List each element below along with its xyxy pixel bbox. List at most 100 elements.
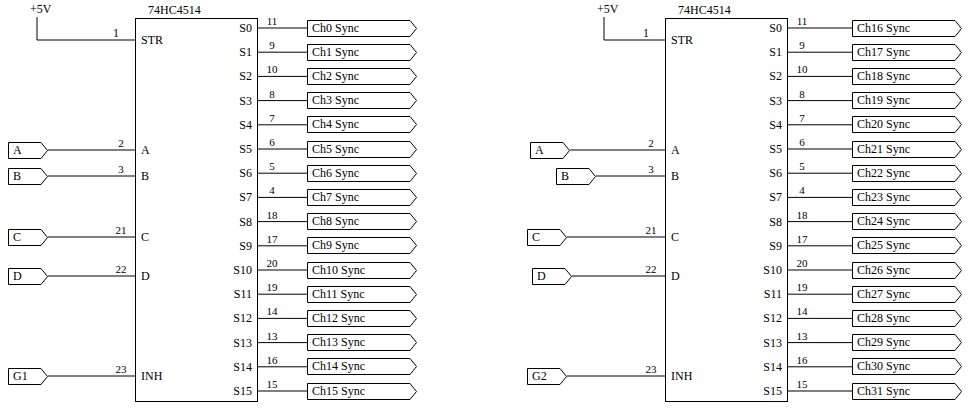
wire	[258, 391, 307, 392]
output-port-tag: Ch28 Sync	[852, 310, 962, 327]
signal-name: Ch23 Sync	[852, 189, 920, 204]
pin-name: STR	[671, 33, 693, 47]
pin-number: 15	[266, 378, 279, 390]
pin-name: INH	[141, 369, 162, 383]
pin-number: 16	[266, 354, 279, 366]
input-port-tag: C	[527, 229, 567, 246]
pin-name: S13	[763, 336, 782, 350]
signal-name: Ch10 Sync	[307, 262, 375, 277]
wire	[788, 221, 852, 222]
output-port-tag: Ch5 Sync	[307, 141, 417, 158]
pin-number: 4	[268, 184, 276, 196]
output-port-tag: Ch4 Sync	[307, 116, 417, 133]
pin-name: S9	[239, 239, 252, 253]
wire	[596, 176, 665, 177]
signal-name: Ch19 Sync	[852, 92, 920, 107]
output-port-tag: Ch17 Sync	[852, 44, 962, 61]
output-port-tag: Ch30 Sync	[852, 358, 962, 375]
wire	[788, 391, 852, 392]
power-wire	[37, 17, 135, 40]
signal-name: Ch25 Sync	[852, 237, 920, 252]
input-port-tag: G2	[527, 368, 567, 385]
output-port-tag: Ch22 Sync	[852, 165, 962, 182]
pin-name: STR	[141, 33, 163, 47]
output-port-tag: Ch11 Sync	[307, 286, 417, 303]
wire	[258, 149, 307, 150]
supply-label: +5V	[597, 2, 618, 16]
signal-name: Ch30 Sync	[852, 358, 920, 373]
pin-number: 3	[117, 163, 125, 175]
wire	[258, 124, 307, 125]
output-port-tag: Ch20 Sync	[852, 116, 962, 133]
pin-number: 21	[645, 224, 658, 236]
signal-name: A	[530, 142, 554, 157]
signal-name: C	[527, 229, 550, 244]
output-port-tag: Ch24 Sync	[852, 213, 962, 230]
pin-number: 1	[643, 26, 649, 40]
signal-name: Ch2 Sync	[307, 68, 369, 83]
pin-name: S4	[239, 118, 252, 132]
output-port-tag: Ch26 Sync	[852, 262, 962, 279]
pin-name: S6	[239, 166, 252, 180]
output-port-tag: Ch15 Sync	[307, 383, 417, 400]
pin-number: 2	[647, 137, 655, 149]
wire	[567, 376, 665, 377]
signal-name: A	[8, 142, 32, 157]
wire	[48, 150, 135, 151]
pin-name: D	[671, 269, 680, 283]
wire	[258, 270, 307, 271]
pin-number: 1	[113, 26, 119, 40]
pin-name: S11	[764, 287, 782, 301]
pin-name: S3	[239, 94, 252, 108]
pin-number: 6	[268, 136, 276, 148]
signal-name: Ch20 Sync	[852, 116, 920, 131]
output-port-tag: Ch21 Sync	[852, 141, 962, 158]
pin-name: S11	[234, 287, 252, 301]
pin-number: 17	[266, 233, 279, 245]
wire	[570, 150, 665, 151]
output-port-tag: Ch0 Sync	[307, 20, 417, 37]
pin-name: S15	[233, 384, 252, 398]
wire	[258, 197, 307, 198]
signal-name: G2	[527, 368, 557, 383]
pin-number: 15	[796, 378, 809, 390]
pin-name: S5	[769, 142, 782, 156]
pin-number: 20	[266, 257, 279, 269]
signal-name: Ch21 Sync	[852, 141, 920, 156]
pin-name: S4	[769, 118, 782, 132]
pin-number: 11	[796, 15, 809, 27]
pin-name: C	[141, 230, 149, 244]
signal-name: Ch5 Sync	[307, 141, 369, 156]
signal-name: Ch17 Sync	[852, 44, 920, 59]
pin-number: 9	[798, 39, 806, 51]
pin-name: A	[671, 143, 680, 157]
pin-number: 13	[796, 330, 809, 342]
signal-name: Ch28 Sync	[852, 310, 920, 325]
wire	[788, 270, 852, 271]
wire	[788, 318, 852, 319]
output-port-tag: Ch19 Sync	[852, 92, 962, 109]
pin-number: 22	[115, 263, 128, 275]
pin-name: S14	[763, 360, 782, 374]
wire	[258, 173, 307, 174]
signal-name: Ch9 Sync	[307, 237, 369, 252]
pin-number: 3	[647, 163, 655, 175]
signal-name: Ch14 Sync	[307, 358, 375, 373]
signal-name: Ch27 Sync	[852, 286, 920, 301]
pin-number: 10	[796, 63, 809, 75]
wire	[258, 52, 307, 53]
pin-name: B	[671, 169, 679, 183]
wire	[567, 237, 665, 238]
wire	[788, 76, 852, 77]
output-port-tag: Ch25 Sync	[852, 237, 962, 254]
wire	[258, 28, 307, 29]
pin-name: S8	[769, 215, 782, 229]
output-port-tag: Ch18 Sync	[852, 68, 962, 85]
pin-name: INH	[671, 369, 692, 383]
signal-name: Ch16 Sync	[852, 20, 920, 35]
pin-number: 7	[798, 112, 806, 124]
signal-name: Ch8 Sync	[307, 213, 369, 228]
pin-number: 5	[268, 160, 276, 172]
signal-name: D	[8, 268, 32, 283]
